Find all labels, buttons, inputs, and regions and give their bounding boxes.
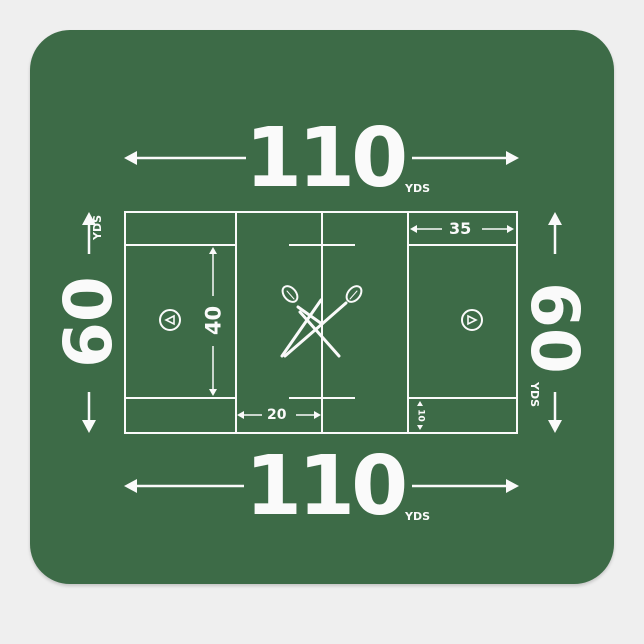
right-width-unit: YDS — [528, 382, 541, 408]
goal-left-triangle-icon — [164, 314, 175, 326]
left-width-arrow — [82, 212, 96, 433]
top-length-unit: YDS — [405, 182, 431, 195]
goal-area-dim-arrow — [209, 247, 217, 396]
goal-crease-left-icon — [159, 309, 181, 331]
bottom-length-value: 110 — [245, 439, 408, 534]
wing-dimension: 20 — [267, 407, 287, 423]
end-zone-dimension: 35 — [449, 219, 472, 238]
bottom-length-unit: YDS — [405, 510, 431, 523]
right-width-value: 60 — [516, 282, 593, 374]
lacrosse-sticks-crossed-icon — [280, 285, 363, 358]
end-line-gap-dimension: 10 — [415, 409, 426, 422]
wing-dim-arrow — [237, 411, 321, 419]
top-length-value: 110 — [245, 111, 408, 206]
left-width-value: 60 — [50, 276, 127, 368]
goal-right-triangle-icon — [467, 314, 478, 326]
top-length-arrow — [124, 151, 519, 165]
right-width-arrow — [548, 212, 562, 433]
bottom-length-arrow — [124, 479, 519, 493]
left-width-unit: YDS — [91, 214, 104, 240]
end-line-gap-dim-arrow — [417, 401, 423, 430]
goal-crease-right-icon — [461, 309, 483, 331]
end-zone-dim-arrow — [410, 225, 514, 233]
goal-area-dimension: 40 — [201, 305, 226, 336]
